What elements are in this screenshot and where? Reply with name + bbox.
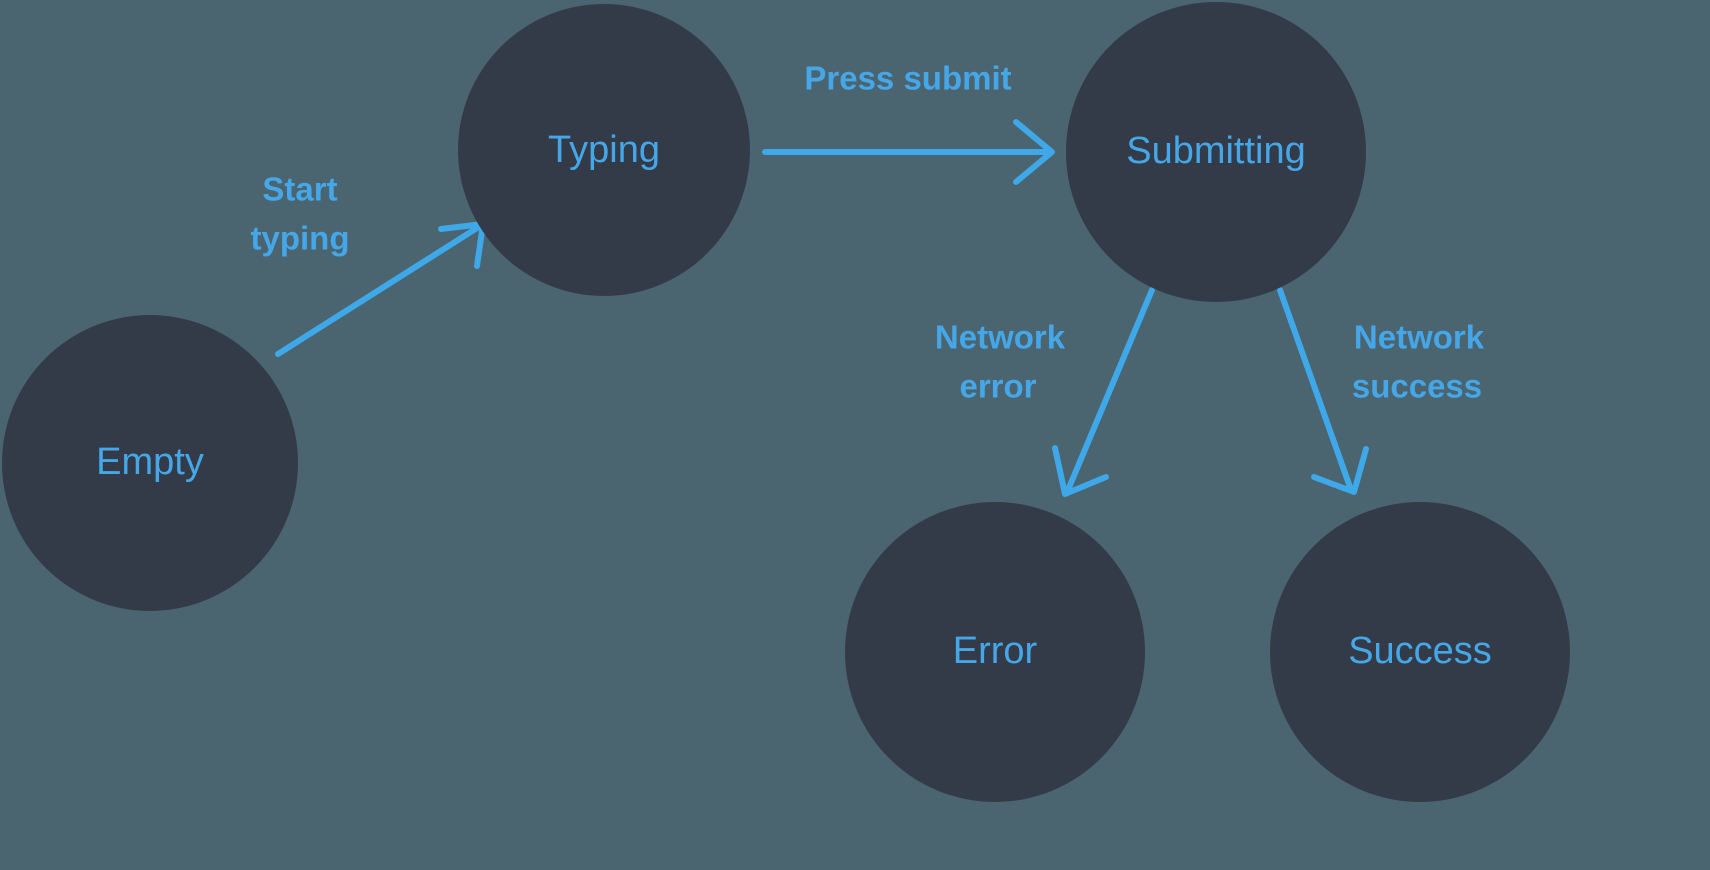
state-circle-empty[interactable]	[2, 315, 298, 611]
arrowhead-typing-to-submitting	[1013, 119, 1055, 185]
arrowhead-submitting-to-error	[1052, 445, 1109, 497]
state-circle-success[interactable]	[1270, 502, 1570, 802]
state-circle-submitting[interactable]	[1066, 2, 1366, 302]
state-node-typing[interactable]: Typing	[458, 4, 750, 296]
edge-line-empty-to-typing	[275, 225, 480, 357]
edge-label-submitting-to-error-line1: Network	[935, 319, 1066, 356]
state-label-submitting: Submitting	[1126, 130, 1306, 172]
edge-label-typing-to-submitting: Press submit	[804, 60, 1011, 97]
edge-line-submitting-to-success	[1277, 287, 1353, 490]
edge-typing-to-submitting: Press submit	[762, 60, 1055, 185]
edge-label-submitting-to-error-line2: error	[959, 368, 1036, 405]
edge-line-submitting-to-error	[1065, 287, 1155, 493]
arrowhead-submitting-to-success	[1311, 446, 1369, 495]
edge-label-submitting-to-success-line2: success	[1352, 368, 1482, 405]
state-node-error[interactable]: Error	[845, 502, 1145, 802]
state-label-success: Success	[1348, 630, 1492, 672]
edge-submitting-to-success: Network success	[1277, 287, 1485, 495]
state-circle-typing[interactable]	[458, 4, 750, 296]
edge-submitting-to-error: Network error	[935, 287, 1155, 497]
state-circle-error[interactable]	[845, 502, 1145, 802]
edge-label-empty-to-typing-line2: typing	[251, 220, 350, 257]
state-node-success[interactable]: Success	[1270, 502, 1570, 802]
edge-label-empty-to-typing-line1: Start	[262, 171, 337, 208]
state-label-empty: Empty	[96, 441, 204, 483]
state-label-typing: Typing	[548, 129, 660, 171]
state-node-empty[interactable]: Empty	[2, 315, 298, 611]
state-label-error: Error	[953, 630, 1038, 672]
edge-label-submitting-to-success-line1: Network	[1354, 319, 1485, 356]
state-node-submitting[interactable]: Submitting	[1066, 2, 1366, 302]
